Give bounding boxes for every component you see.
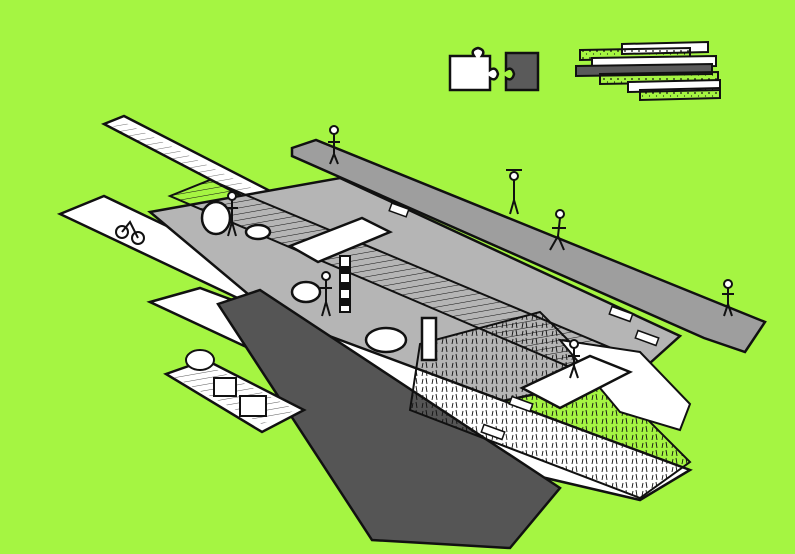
planter	[202, 202, 230, 234]
bench	[246, 225, 270, 239]
round-table	[366, 328, 406, 352]
striped-column	[340, 256, 350, 312]
kiosk	[422, 318, 436, 360]
seating-ring	[292, 282, 320, 302]
